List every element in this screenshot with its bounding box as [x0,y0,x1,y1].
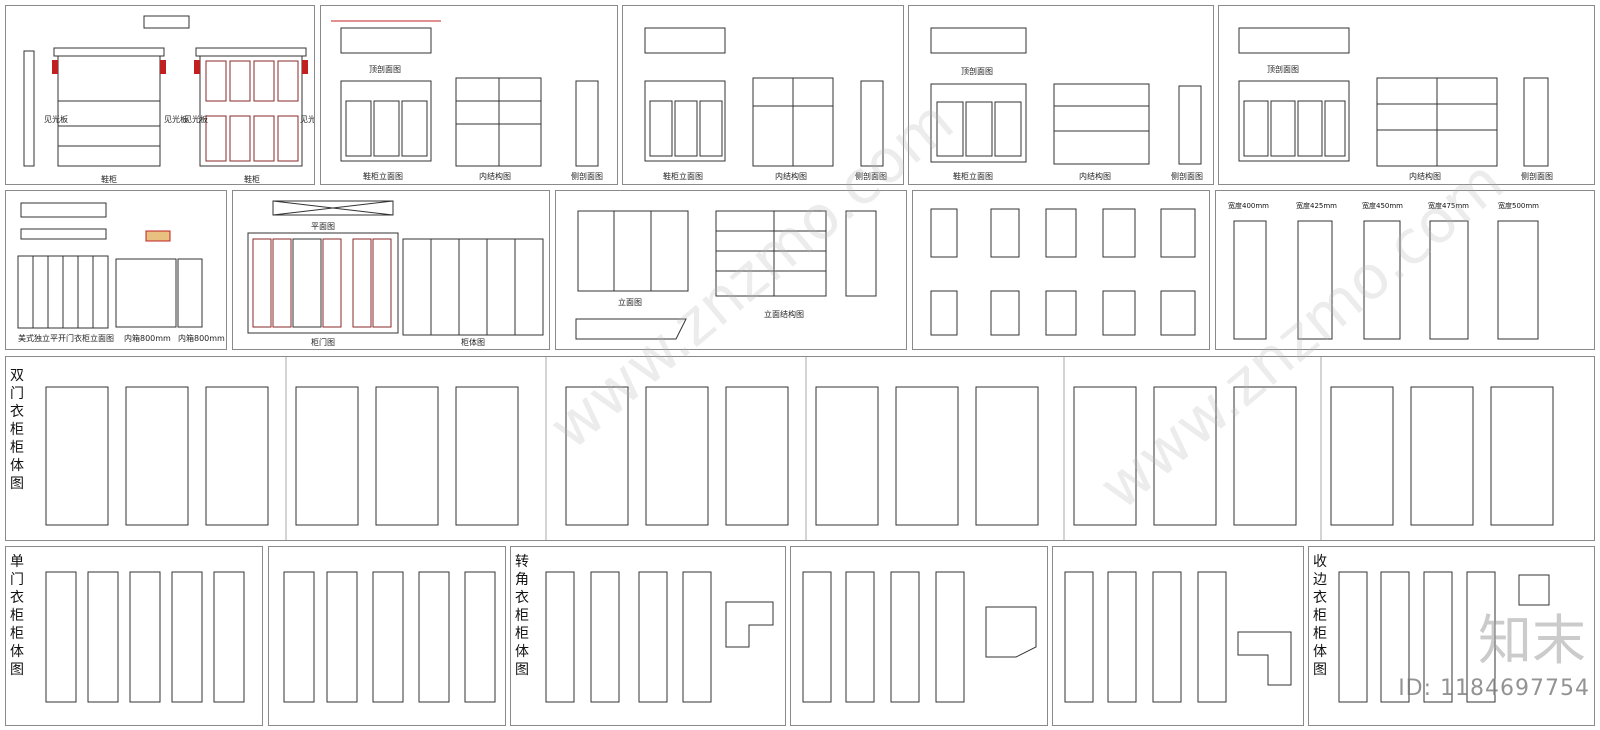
top-section-title: 顶剖面图 [369,65,401,74]
panel-single-door-section: 单门衣柜柜体图 [5,546,263,726]
front-elevation-title: 鞋柜立面图 [953,172,993,181]
carcass-drawing-title: 柜体图 [461,338,485,347]
panel-elevation-structure: 立面图 立面结构图 [555,190,907,350]
corner-section-title: 转角衣柜柜体图 [515,554,529,678]
panel-corner-section-2 [790,546,1048,726]
panel-shoe-cabinet-4: 顶剖面图 内结构图 侧剖面图 [1218,5,1595,185]
inner-structure-title: 内结构图 [1079,172,1111,181]
door-drawing-title: 柜门图 [311,338,335,347]
panel-double-door-section: 双门衣柜柜体图 [5,356,1595,541]
width-label-500: 宽度500mm [1498,202,1539,210]
shoe-cabinet-3-drawing [930,27,1202,165]
corner-cabinets-3-drawing [1064,571,1292,703]
single-door-cabinets-2-drawing [283,571,496,703]
shoe-cabinet-2-drawing [644,27,884,167]
wardrobe-elevation-title: 美式独立平开门衣柜立面图 [18,334,114,343]
corner-cabinets-2-drawing [802,571,1037,703]
side-panel-label-a: 见光板 [44,115,68,124]
shoe-cabinet-1-drawing [331,20,599,167]
inner-width-a: 内箱800mm [124,334,171,343]
width-label-475: 宽度475mm [1428,202,1469,210]
front-elevation-title: 鞋柜立面图 [663,172,703,181]
door-panels-widths-drawing [1233,220,1539,340]
side-section-title: 侧剖面图 [1171,172,1203,181]
shoe-cabinet-4-drawing [1238,27,1549,167]
panel-shoe-cabinet-1: 顶剖面图 鞋柜立面图 内结构图 侧剖面图 [320,5,618,185]
panel-single-door-section-2 [268,546,506,726]
panel-wardrobe-plan: 平面图 柜门图 柜体图 [232,190,550,350]
front-elevation-title: 鞋柜立面图 [363,172,403,181]
door-panels-small-drawing [930,208,1196,336]
wardrobe-elevation-drawing [17,202,203,329]
side-section-title: 侧剖面图 [1521,172,1553,181]
corner-cabinets-drawing [545,571,774,703]
edge-section-title: 收边衣柜柜体图 [1313,554,1327,678]
watermark-logo: 知末 [1478,609,1586,672]
panel-door-panels-widths: 宽度400mm 宽度425mm 宽度450mm 宽度475mm 宽度500mm [1215,190,1595,350]
elevation-structure-title: 立面结构图 [764,310,804,319]
top-section-title: 顶剖面图 [961,67,993,76]
inner-structure-title: 内结构图 [479,172,511,181]
panel-shoe-cabinet-overview: 鞋柜 鞋柜 见光板 见光板 见光板 见光板 [5,5,315,185]
panel-wardrobe-elevation: 美式独立平开门衣柜立面图 内箱800mm 内箱800mm [5,190,227,350]
elevation-title: 立面图 [618,298,642,307]
elevation-structure-drawing [575,210,877,340]
edge-cabinets-drawing [1338,571,1550,703]
width-label-425: 宽度425mm [1296,202,1337,210]
panel-edge-section: 收边衣柜柜体图 [1308,546,1595,726]
watermark-id: ID: 1184697754 [1398,676,1590,701]
shoe-cabinet-drawing [23,15,308,167]
double-door-section-title: 双门衣柜柜体图 [10,368,24,492]
side-section-title: 侧剖面图 [571,172,603,181]
single-door-cabinets-drawing [45,571,245,703]
plan-title: 平面图 [311,222,335,231]
side-panel-label-b: 见光板 [164,115,188,124]
wardrobe-plan-drawing [247,200,544,336]
panel-shoe-cabinet-3: 顶剖面图 鞋柜立面图 内结构图 侧剖面图 [908,5,1214,185]
single-door-section-title: 单门衣柜柜体图 [10,554,24,678]
shoe-cabinet-label-a: 鞋柜 [101,175,117,184]
panel-corner-section-3 [1052,546,1304,726]
panel-corner-section: 转角衣柜柜体图 [510,546,786,726]
inner-width-b: 内箱800mm [178,334,225,343]
inner-structure-title: 内结构图 [775,172,807,181]
panel-shoe-cabinet-2: 鞋柜立面图 内结构图 侧剖面图 [622,5,904,185]
side-section-title: 侧剖面图 [855,172,887,181]
top-section-title: 顶剖面图 [1267,65,1299,74]
shoe-cabinet-label-b: 鞋柜 [244,175,260,184]
width-label-400: 宽度400mm [1228,202,1269,210]
panel-door-panels-small [912,190,1210,350]
side-panel-label-c: 见光板 [184,115,208,124]
inner-structure-title: 内结构图 [1409,172,1441,181]
side-panel-label-d: 见光板 [300,115,314,124]
width-label-450: 宽度450mm [1362,202,1403,210]
double-door-cabinets-drawing [45,357,1554,540]
